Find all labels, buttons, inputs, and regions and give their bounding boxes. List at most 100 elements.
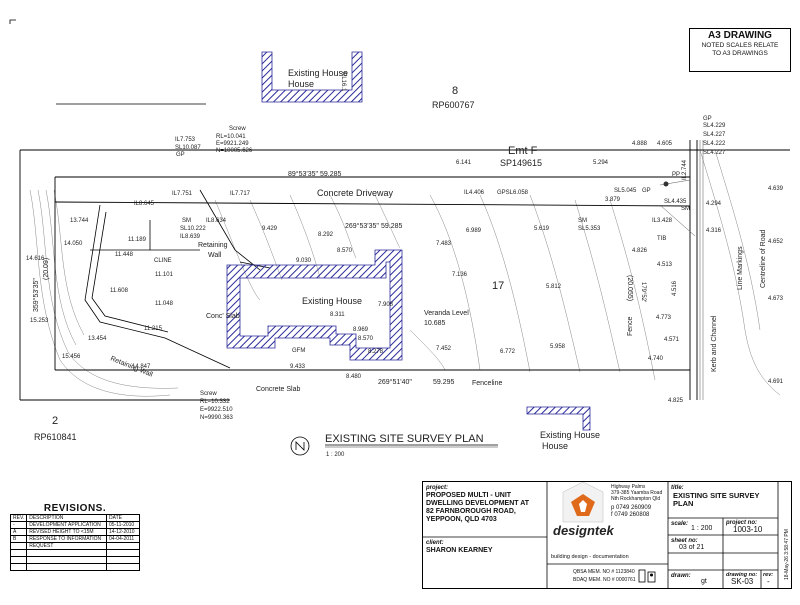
spot-level: SL4.222 [703, 141, 726, 147]
spot-level: 14.616 [26, 256, 45, 262]
table-row [9, 563, 140, 571]
spot-level: IL8.645 [134, 201, 155, 207]
north-arrow-icon [295, 441, 305, 451]
table-row: A REVISED HEIGHT TO <15M 14-12-2010 [9, 528, 140, 536]
rev-header-date: DATE [106, 514, 140, 522]
a3-note-2: TO A3 DRAWINGS [712, 50, 768, 57]
plot-timestamp: 18-May-26 3:58:47 PM [784, 529, 790, 580]
spot-level: 5.619 [534, 226, 550, 232]
spot-level: 4.826 [632, 248, 648, 254]
firm-fax: f 0749 260808 [611, 512, 650, 518]
spot-level: 4.639 [768, 186, 784, 192]
title-key: title: [671, 485, 684, 491]
rev-cell [9, 542, 28, 550]
firm-name: designtek [553, 524, 614, 538]
spot-level: 4.740 [648, 356, 664, 362]
spot-level: 4.652 [768, 239, 784, 245]
spot-level: SL10.087 [175, 145, 201, 151]
rev-cell: 05-11-2010 [106, 521, 140, 529]
firm-phone: p 0749 260909 [611, 505, 652, 511]
easement-label: Emt F [508, 145, 538, 157]
membership-logos-icon [638, 569, 656, 583]
rev-cell [26, 556, 107, 564]
firm-address-3: Nth Rockhampton Qld [611, 496, 661, 502]
bearing-top: 89°53'35" [288, 170, 318, 178]
designtek-logo-icon [562, 482, 604, 523]
bearing-bottom: 269°51'40" [378, 378, 412, 386]
spot-level: IL7.753 [175, 137, 196, 143]
pp-label: PP [672, 172, 680, 178]
spot-level: 13.744 [70, 218, 89, 224]
cline-label: CLINE [154, 258, 172, 264]
house-label-bottom: Existing House [540, 430, 600, 440]
screw-bottom-rl: RL=10.332 [200, 399, 230, 405]
spot-levels: IL7.753 SL10.087 IL7.751 IL7.717 IL8.645… [26, 123, 784, 404]
rev-cell: 14-12-2010 [106, 528, 140, 536]
screw-bottom-e: E=9922.510 [200, 407, 233, 413]
bearing-right: 179°52' [640, 282, 646, 302]
sheet-no: 03 of 21 [679, 544, 705, 551]
spot-level: 11.189 [128, 237, 147, 243]
rev-cell [9, 556, 28, 564]
screw-top-n: N=10005.626 [216, 148, 253, 154]
project-line-3: 82 FARNBOROUGH ROAD, [426, 508, 516, 515]
spot-level: 15.456 [62, 354, 81, 360]
spot-level: 8.292 [318, 232, 334, 238]
existing-house-lot17 [226, 249, 403, 361]
retaining-wall-label-2: Wall [208, 252, 222, 259]
centreline-label: Centreline of Road [760, 230, 767, 288]
spot-level: 6.989 [466, 228, 482, 234]
table-row: - DEVELOPMENT APPLICATION 05-11-2010 [9, 521, 140, 529]
bearing-left: 359°53'35" [32, 278, 40, 312]
drawing-no-key: drawing no: [726, 572, 758, 578]
north-symbol-icon [290, 436, 310, 456]
screw-top: Screw [229, 126, 246, 132]
sp-label: SP149615 [500, 158, 542, 168]
spot-level: 4.571 [664, 337, 680, 343]
spot-level: 5.812 [546, 284, 562, 290]
lot17-number: 17 [492, 280, 504, 292]
rev-header-rev: REV. [9, 514, 28, 522]
project-no: 1003-10 [733, 526, 763, 534]
spot-level: 7.452 [436, 346, 452, 352]
power-pole-icon [663, 181, 669, 187]
rev-cell [26, 549, 107, 557]
veranda-value: 10.685 [424, 320, 446, 327]
spot-level: 8.570 [337, 248, 353, 254]
spot-level: 13.454 [88, 336, 107, 342]
existing-house-bottom [526, 406, 591, 431]
rev-cell: REQUEST [26, 542, 107, 550]
spot-level: IL2.744 [682, 159, 688, 180]
spot-level: 6.772 [500, 349, 516, 355]
corner-mark [9, 19, 16, 24]
spot-level: SL4.229 [703, 123, 726, 129]
spot-level: 4.691 [768, 379, 784, 385]
lot8-number: 8 [452, 85, 458, 97]
spot-level: 7.483 [436, 241, 452, 247]
spot-level: 8.969 [353, 327, 369, 333]
project-key: project: [426, 485, 449, 491]
screw-bottom: Screw [200, 391, 217, 397]
distance-mid: 59.285 [381, 223, 403, 230]
conc-slab-label: Conc' Slab [206, 313, 240, 320]
rev-cell [106, 542, 140, 550]
fence-label: Fence [627, 316, 634, 336]
revisions-table: REV. DESCRIPTION DATE - DEVELOPMENT APPL… [9, 514, 140, 571]
spot-level: 9.433 [290, 364, 306, 370]
driveway-label: Concrete Driveway [317, 188, 394, 198]
house-label-bottom-2: House [542, 441, 568, 451]
retaining-wall-label: Retaining [198, 242, 228, 249]
spot-level: 4.605 [657, 141, 673, 147]
rev-cell: A [9, 528, 28, 536]
spot-level: 7.136 [452, 272, 468, 278]
contour-lines [29, 149, 781, 397]
lot2-rp: RP610841 [34, 432, 77, 442]
rev-cell: RESPONSE TO INFORMATION [26, 535, 107, 543]
distance-bottom: 59.295 [433, 379, 455, 386]
house-label-top-2: House [288, 79, 314, 89]
a3-title: A3 DRAWING [708, 30, 772, 41]
spot-level: 5.294 [593, 160, 609, 166]
spot-level: IL3.428 [652, 218, 673, 224]
spot-level: 4.316 [706, 228, 722, 234]
